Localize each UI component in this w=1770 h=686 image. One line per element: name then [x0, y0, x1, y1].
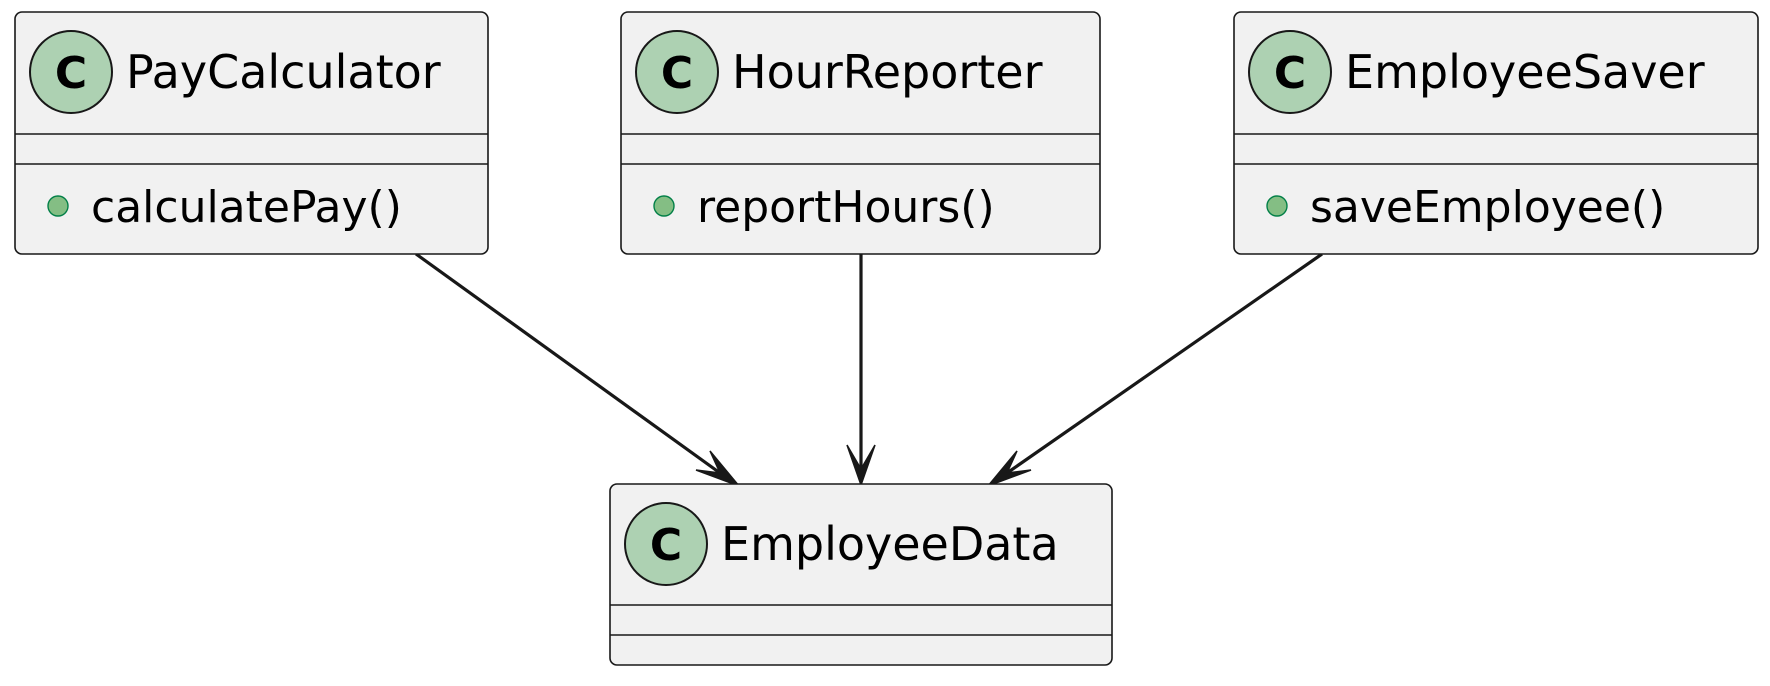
class-employeedata[interactable]: C EmployeeData [609, 483, 1113, 666]
class-name: EmployeeSaver [1345, 45, 1705, 99]
class-badge-letter: C [650, 520, 682, 571]
class-name: PayCalculator [126, 45, 441, 99]
class-stereotype-icon [624, 502, 708, 586]
method-signature: saveEmployee() [1310, 182, 1665, 233]
method-signature: calculatePay() [91, 182, 402, 233]
class-badge: C [624, 502, 708, 586]
relation-employeesaver-to-employeedata [985, 252, 1323, 488]
public-visibility-icon [1266, 195, 1288, 217]
class-badge: C [635, 30, 719, 114]
class-stereotype-icon [1248, 30, 1332, 114]
class-hourreporter[interactable]: C HourReporter reportHours() [620, 11, 1101, 255]
arrowhead [695, 450, 742, 488]
class-name: EmployeeData [721, 517, 1059, 571]
method-signature: reportHours() [697, 182, 995, 233]
class-stereotype-icon [29, 30, 113, 114]
class-employeesaver[interactable]: C EmployeeSaver saveEmployee() [1233, 11, 1759, 255]
arrowhead [846, 444, 876, 488]
class-badge: C [1248, 30, 1332, 114]
public-visibility-icon [47, 195, 69, 217]
class-badge-letter: C [1274, 48, 1306, 99]
relations [415, 252, 1323, 488]
public-visibility-icon [653, 195, 675, 217]
class-paycalculator[interactable]: C PayCalculator calculatePay() [14, 11, 489, 255]
relation-paycalculator-to-employeedata [415, 252, 742, 488]
class-stereotype-icon [635, 30, 719, 114]
class-badge-letter: C [55, 48, 87, 99]
arrowhead [985, 450, 1032, 488]
relation-hourreporter-to-employeedata [846, 252, 876, 488]
class-badge-letter: C [661, 48, 693, 99]
class-badge: C [29, 30, 113, 114]
class-name: HourReporter [732, 45, 1043, 99]
